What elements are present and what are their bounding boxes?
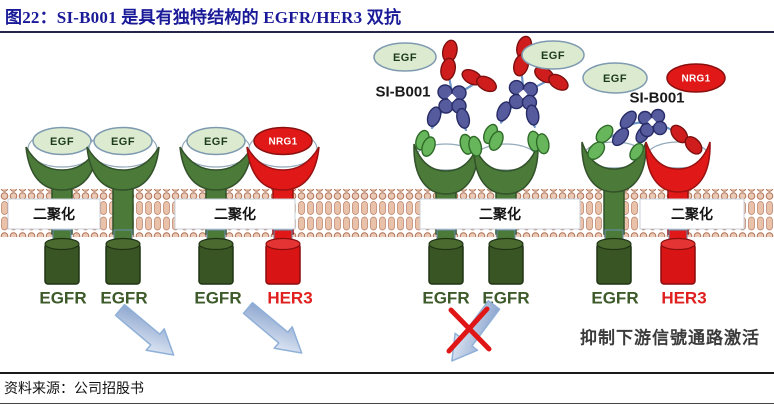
dimerization-box: 二聚化 — [639, 198, 745, 230]
group-egfr-egfr-active: EGF EGF EGFR EGFR — [25, 126, 184, 367]
egf-ligand-floating: EGF — [521, 40, 585, 70]
nrg1-ligand-floating: NRG1 — [666, 63, 726, 93]
si-b001-label: SI-B001 — [629, 90, 684, 107]
receptor-label-egfr: EGFR — [39, 289, 86, 308]
nrg1-ligand: NRG1 — [253, 126, 313, 156]
figure-title: 图22：SI-B001 是具有独特结构的 EGFR/HER3 双抗 — [5, 8, 402, 27]
egf-ligand-floating: EGF — [582, 62, 648, 94]
egf-ligand-label: EGF — [393, 52, 417, 64]
inhibition-annotation: 抑制下游信號通路激活 — [580, 328, 760, 348]
si-b001-label: SI-B001 — [375, 84, 430, 101]
egfr-stem-cylinder — [105, 183, 141, 285]
bottom-divider — [0, 403, 774, 404]
egf-ligand-label: EGF — [603, 73, 627, 85]
source-note: 资料来源：公司招股书 — [4, 382, 144, 397]
dimerization-label: 二聚化 — [214, 206, 256, 222]
title-divider — [0, 31, 774, 33]
dimerization-label: 二聚化 — [33, 206, 75, 222]
dimerization-box: 二聚化 — [7, 198, 101, 230]
signal-arrow — [110, 298, 184, 367]
receptor-label-egfr: EGFR — [100, 289, 147, 308]
egf-ligand-label: EGF — [50, 136, 74, 148]
receptor-label-egfr: EGFR — [194, 289, 241, 308]
group-egfr-her3-blocked: EGF NRG1 SI-B001 EGFR HER3 抑制下游信號通路激活 — [579, 62, 760, 348]
dimerization-label: 二聚化 — [671, 206, 713, 222]
egf-ligand-label: EGF — [541, 50, 565, 62]
egf-ligand: EGF — [93, 126, 153, 156]
egfr-stem-cylinder — [596, 183, 632, 285]
nrg1-ligand-label: NRG1 — [682, 74, 711, 85]
receptor-label-her3: HER3 — [661, 289, 706, 308]
egf-ligand: EGF — [186, 126, 246, 156]
nrg1-ligand-label: NRG1 — [269, 137, 298, 148]
egf-ligand-label: EGF — [111, 136, 135, 148]
egf-ligand-label: EGF — [204, 136, 228, 148]
dimerization-label: 二聚化 — [479, 206, 521, 222]
dimerization-box: 二聚化 — [174, 198, 296, 230]
group-egfr-her3-active: EGF NRG1 EGFR HER3 — [179, 126, 320, 365]
receptor-label-egfr: EGFR — [591, 289, 638, 308]
red-x-icon — [446, 306, 492, 354]
egf-ligand-floating: EGF — [373, 42, 437, 72]
receptor-label-egfr: EGFR — [422, 289, 469, 308]
footer-divider — [0, 372, 774, 374]
receptor-label-her3: HER3 — [267, 289, 312, 308]
group-egfr-egfr-blocked: EGF EGF SI-B001 EGFR EGFR — [373, 31, 585, 371]
egf-ligand: EGF — [32, 126, 92, 156]
receptor-label-egfr: EGFR — [482, 289, 529, 308]
dimerization-box: 二聚化 — [419, 198, 581, 230]
